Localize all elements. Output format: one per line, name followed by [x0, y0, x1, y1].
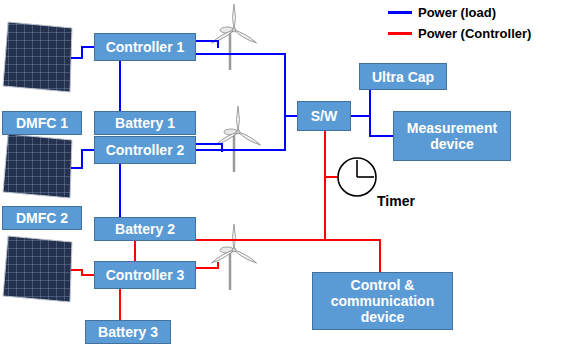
component-label: Ultra Cap	[372, 69, 434, 85]
component-box: S/W	[297, 101, 351, 131]
component-box: Controller 1	[94, 33, 196, 61]
legend-label: Power (Controller)	[418, 26, 531, 41]
component-label: Controller 2	[106, 142, 185, 158]
component-label: Control & communication device	[317, 277, 448, 325]
component-label: Battery 1	[115, 115, 175, 131]
component-label: Measurement device	[398, 120, 506, 152]
legend-swatch	[388, 32, 412, 35]
component-label: DMFC 2	[16, 210, 68, 226]
component-box: Battery 2	[94, 217, 196, 241]
power-line	[196, 54, 297, 116]
component-box: Battery 1	[94, 111, 196, 135]
power-line	[196, 116, 297, 150]
timer-clock	[338, 158, 376, 196]
component-label: Battery 3	[98, 324, 158, 340]
component-label: Battery 2	[115, 221, 175, 237]
component-box: Ultra Cap	[359, 63, 447, 90]
component-box: Controller 3	[94, 261, 196, 289]
power-line	[351, 116, 393, 136]
component-label: DMFC 1	[16, 115, 68, 131]
timer-label: Timer	[377, 193, 415, 209]
component-label: Controller 1	[106, 39, 185, 55]
component-box: Battery 3	[85, 320, 171, 344]
component-box: DMFC 2	[2, 206, 82, 230]
power-line	[351, 90, 370, 116]
component-label: S/W	[311, 108, 337, 124]
component-box: DMFC 1	[2, 111, 82, 135]
component-box: Controller 2	[94, 136, 196, 164]
power-line	[119, 164, 121, 217]
legend-label: Power (load)	[418, 5, 496, 20]
power-line	[119, 61, 121, 111]
solar-panel	[3, 22, 72, 302]
power-line	[119, 289, 121, 320]
component-box: Control & communication device	[312, 272, 453, 330]
component-label: Controller 3	[106, 267, 185, 283]
component-box: Measurement device	[393, 111, 511, 161]
legend-swatch	[388, 11, 412, 14]
